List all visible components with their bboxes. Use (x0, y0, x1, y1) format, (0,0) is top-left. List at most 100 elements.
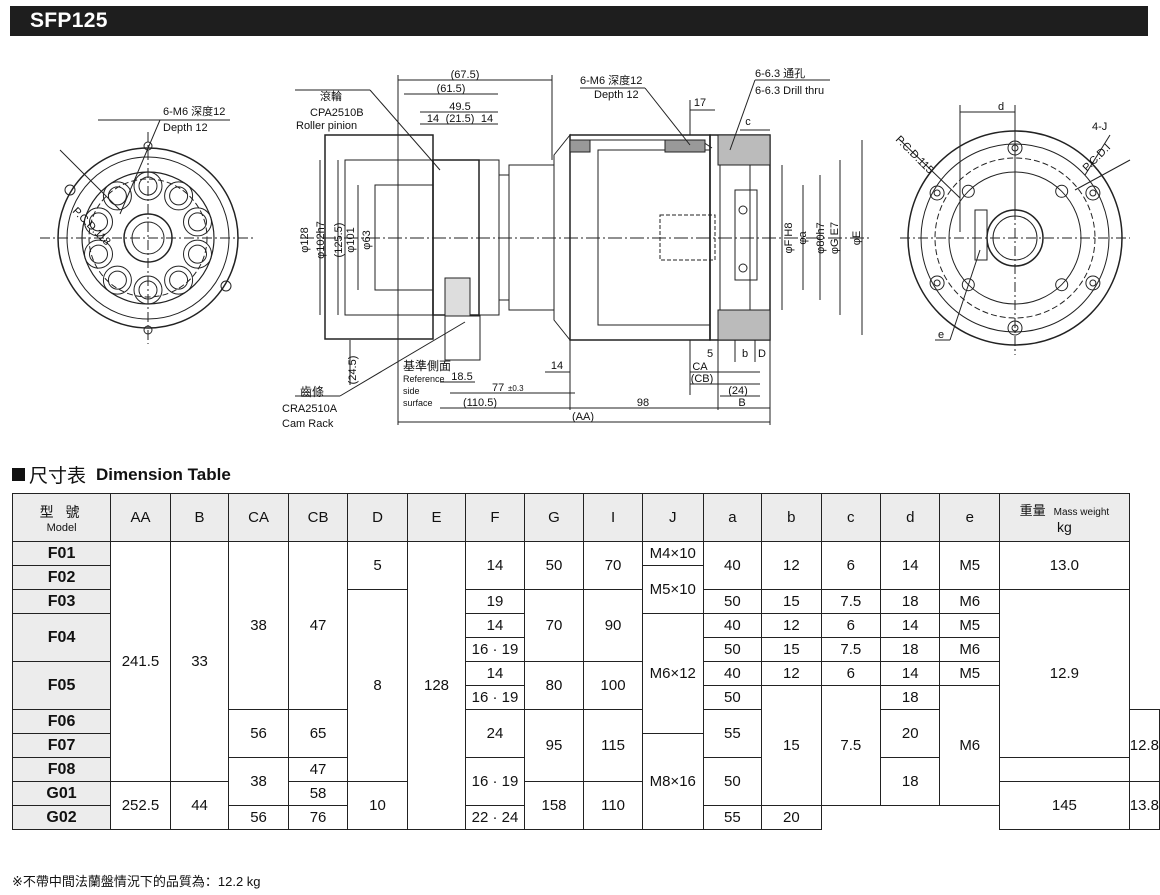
cb-cell: 76 (287, 805, 349, 830)
dim-c: c (745, 116, 751, 128)
dim-49-5: 49.5 (449, 101, 470, 113)
cb-cell: 47 (287, 541, 349, 710)
roller-circle (102, 265, 132, 295)
table-row: F07 M8×16 (11, 733, 1160, 830)
dia-125-5: (125.5) (333, 223, 345, 258)
b-cell: 44 (169, 781, 230, 830)
tap-en-label-left: Depth 12 (163, 122, 208, 134)
i-cell: 100 (583, 661, 643, 710)
tap-jp-label-left: 6-M6 深度12 (163, 104, 225, 118)
header-small-a: a (702, 493, 763, 542)
header-e: E (406, 493, 467, 542)
roller-circle (164, 181, 194, 211)
dim-big-b: B (738, 397, 745, 409)
weight-cell: 13.8 (1128, 781, 1160, 830)
roller-inner-circle (188, 244, 207, 264)
f-cell: 16 · 19 (465, 637, 525, 662)
rack-jp-label: 齒條 (300, 385, 324, 399)
roller-inner-circle (169, 270, 189, 290)
a-cell: 50 (702, 637, 763, 662)
table-row: F08 38 47 16 · 19 50 18 (11, 757, 1160, 806)
e-small-cell: M5 (939, 613, 1000, 638)
a-cell: 50 (702, 757, 763, 806)
roller-circle (102, 181, 132, 211)
dim-aa: (AA) (572, 411, 594, 423)
roller-circle (133, 275, 163, 305)
model-cell: F05 (11, 661, 112, 710)
a-cell: 55 (702, 805, 763, 830)
j-cell: M8×16 (641, 733, 704, 830)
b-small-cell: 12 (761, 541, 822, 590)
roller-inner-circle (169, 186, 189, 206)
e-cell: 158 (523, 781, 585, 830)
cb-cell: 58 (287, 781, 349, 806)
dimension-table-heading: 尺寸表 Dimension Table (12, 461, 231, 488)
f-cell: 22 · 24 (465, 805, 525, 830)
table-row: 16 · 19 50 15 7.5 18 M6 (13, 685, 1160, 806)
roller-circle (164, 265, 194, 295)
dim-d: D (758, 348, 766, 360)
j-cell: M6×12 (641, 613, 704, 734)
a-cell: 55 (702, 709, 763, 758)
bolt-hole (1089, 279, 1097, 287)
dia-a: φa (797, 231, 809, 245)
e-small-cell: M6 (939, 637, 1000, 662)
tap-hole (961, 278, 975, 292)
hole-j-label: 4-J (1092, 121, 1107, 133)
header-aa: AA (110, 493, 171, 542)
ref-en-label-3: surface (403, 398, 433, 408)
model-cell: F06 (11, 709, 112, 734)
front-view-right (899, 105, 1131, 355)
roller-circle (183, 239, 212, 269)
d-small-cell: 20 (880, 709, 941, 758)
ca-cell: 38 (228, 757, 289, 806)
e-small-cell: M5 (939, 541, 1000, 590)
g-cell: 110 (583, 781, 643, 830)
ref-en-label-2: side (403, 386, 420, 396)
tap-hole (961, 184, 975, 198)
dia-80: φ80h7 (815, 222, 827, 254)
b-cell: 33 (169, 541, 230, 782)
b-small-cell: 15 (761, 637, 822, 662)
table-row: F06 56 65 24 95 115 55 20 12.8 (11, 709, 1160, 782)
tap-en-label-side: Depth 12 (594, 89, 639, 101)
d-small-cell: 14 (880, 541, 941, 590)
heading-en: Dimension Table (96, 464, 231, 484)
b-small-cell: 15 (761, 685, 822, 806)
a-cell: 40 (702, 613, 763, 638)
header-ca: CA (228, 493, 289, 542)
roller-inner-circle (188, 212, 207, 232)
header-small-e: e (939, 493, 1000, 542)
f-cell: 14 (465, 613, 525, 638)
header-cb: CB (287, 493, 349, 542)
aa-cell: 252.5 (110, 781, 171, 830)
table-row: G01 252.5 44 58 10 158 110 145 13.8 (11, 781, 1160, 830)
e-small-cell: M6 (939, 685, 1000, 806)
dia-f: φF H8 (783, 223, 795, 254)
pinion-code-label: CPA2510B (310, 107, 364, 119)
table-row: G02 56 76 22 · 24 55 20 (11, 805, 1160, 830)
dim-ca: CA (692, 361, 708, 373)
ca-cell: 56 (228, 805, 289, 830)
g-cell: 70 (523, 589, 585, 662)
bolt-hole (1085, 275, 1101, 291)
weight-cell: 12.8 (1128, 709, 1160, 782)
side-view (295, 75, 870, 425)
technical-drawing: P.C.D.118 6-M6 深度12 Depth 12 (67.5) (61.… (40, 67, 1131, 430)
drill-en-label: 6-6.3 Drill thru (755, 85, 824, 97)
d-small-cell: 18 (880, 685, 941, 710)
model-cell: G02 (11, 805, 112, 830)
bolt-hole (933, 189, 941, 197)
bolt-hole (1089, 189, 1097, 197)
header-small-c: c (820, 493, 882, 542)
ref-jp-label: 基準側面 (403, 358, 451, 373)
f-cell: 16 · 19 (465, 685, 525, 710)
i-cell: 90 (583, 589, 643, 662)
c-cell: 6 (820, 541, 882, 590)
table-row: F05 14 80 100 40 12 6 14 M5 (11, 661, 1160, 710)
dia-g: φG E7 (829, 222, 841, 254)
drill-jp-label: 6-6.3 通孔 (755, 67, 805, 80)
dim-24-5: (24.5) (347, 356, 359, 385)
roller-inner-circle (89, 212, 108, 232)
model-cell: F04 (11, 613, 112, 662)
